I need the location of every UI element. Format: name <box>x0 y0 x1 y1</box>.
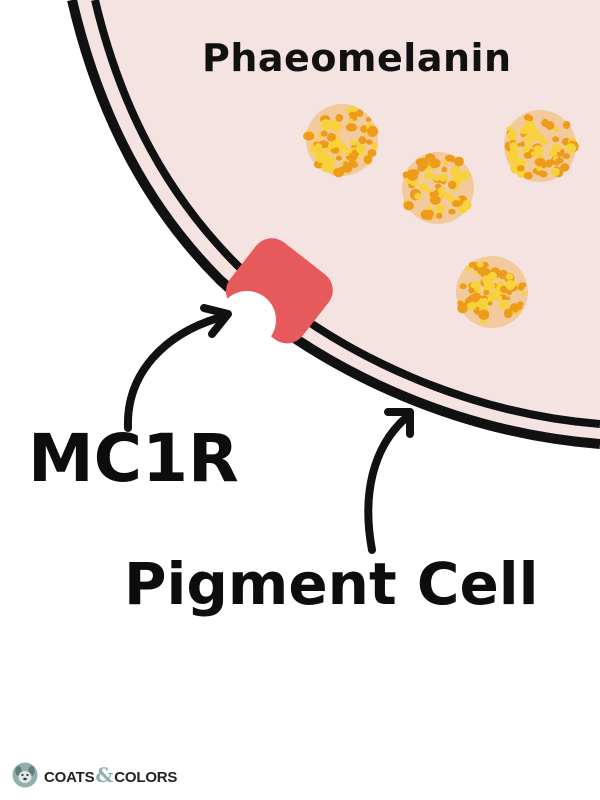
brand-name: COATS&COLORS <box>44 763 177 787</box>
arrow-to-membrane-head <box>384 408 414 438</box>
cell-membrane-outer <box>67 0 600 449</box>
pigment-granule <box>303 104 379 178</box>
brand-ampersand: & <box>95 763 114 787</box>
arrow-to-membrane <box>364 412 412 554</box>
brand-name-part2: COLORS <box>114 769 178 786</box>
dog-face-icon <box>12 762 38 788</box>
pigment-granule <box>402 152 474 224</box>
pigment-title: Phaeomelanin <box>202 36 512 80</box>
arrow-to-receptor-head <box>200 304 232 338</box>
arrow-to-receptor <box>123 314 222 432</box>
cell-label: Pigment Cell <box>124 550 539 618</box>
receptor-binding-site <box>218 291 276 349</box>
pigment-granule <box>504 110 579 182</box>
cell-body <box>72 0 600 444</box>
pigment-granule <box>456 256 528 328</box>
brand-logo: COATS&COLORS <box>12 762 177 788</box>
brand-name-part1: COATS <box>44 769 95 786</box>
receptor-label: MC1R <box>28 420 239 497</box>
